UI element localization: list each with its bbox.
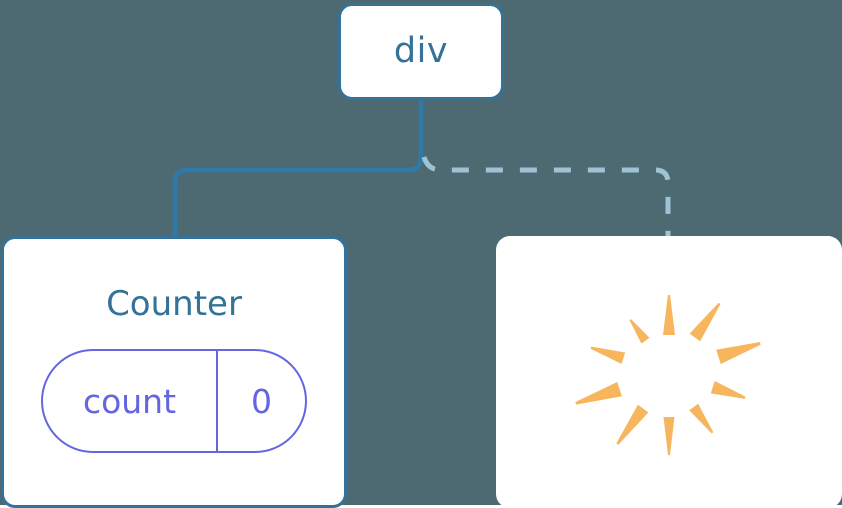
state-pill-divider: [216, 351, 218, 451]
node-counter[interactable]: Counter count 0: [1, 236, 347, 508]
starburst-ray-5: [663, 417, 675, 455]
node-spark[interactable]: [496, 236, 842, 508]
starburst-ray-9: [629, 319, 650, 344]
edge-div-to-counter: [172, 100, 424, 238]
state-value: 0: [251, 381, 272, 421]
node-div-label: div: [393, 31, 449, 71]
starburst-ray-6: [616, 404, 649, 445]
starburst-icon: [575, 295, 761, 455]
node-counter-label: Counter: [106, 284, 242, 324]
starburst-ray-8: [590, 346, 626, 364]
starburst-ray-4: [689, 403, 714, 434]
edge-div-to-spark: [421, 156, 671, 238]
state-key: count: [82, 381, 177, 421]
starburst-ray-2: [716, 342, 761, 365]
state-pill[interactable]: count 0: [41, 349, 307, 453]
starburst-ray-0: [663, 295, 675, 335]
node-div[interactable]: div: [338, 3, 504, 100]
starburst-ray-1: [689, 302, 721, 342]
starburst-ray-3: [710, 381, 746, 399]
starburst-ray-7: [575, 381, 622, 405]
